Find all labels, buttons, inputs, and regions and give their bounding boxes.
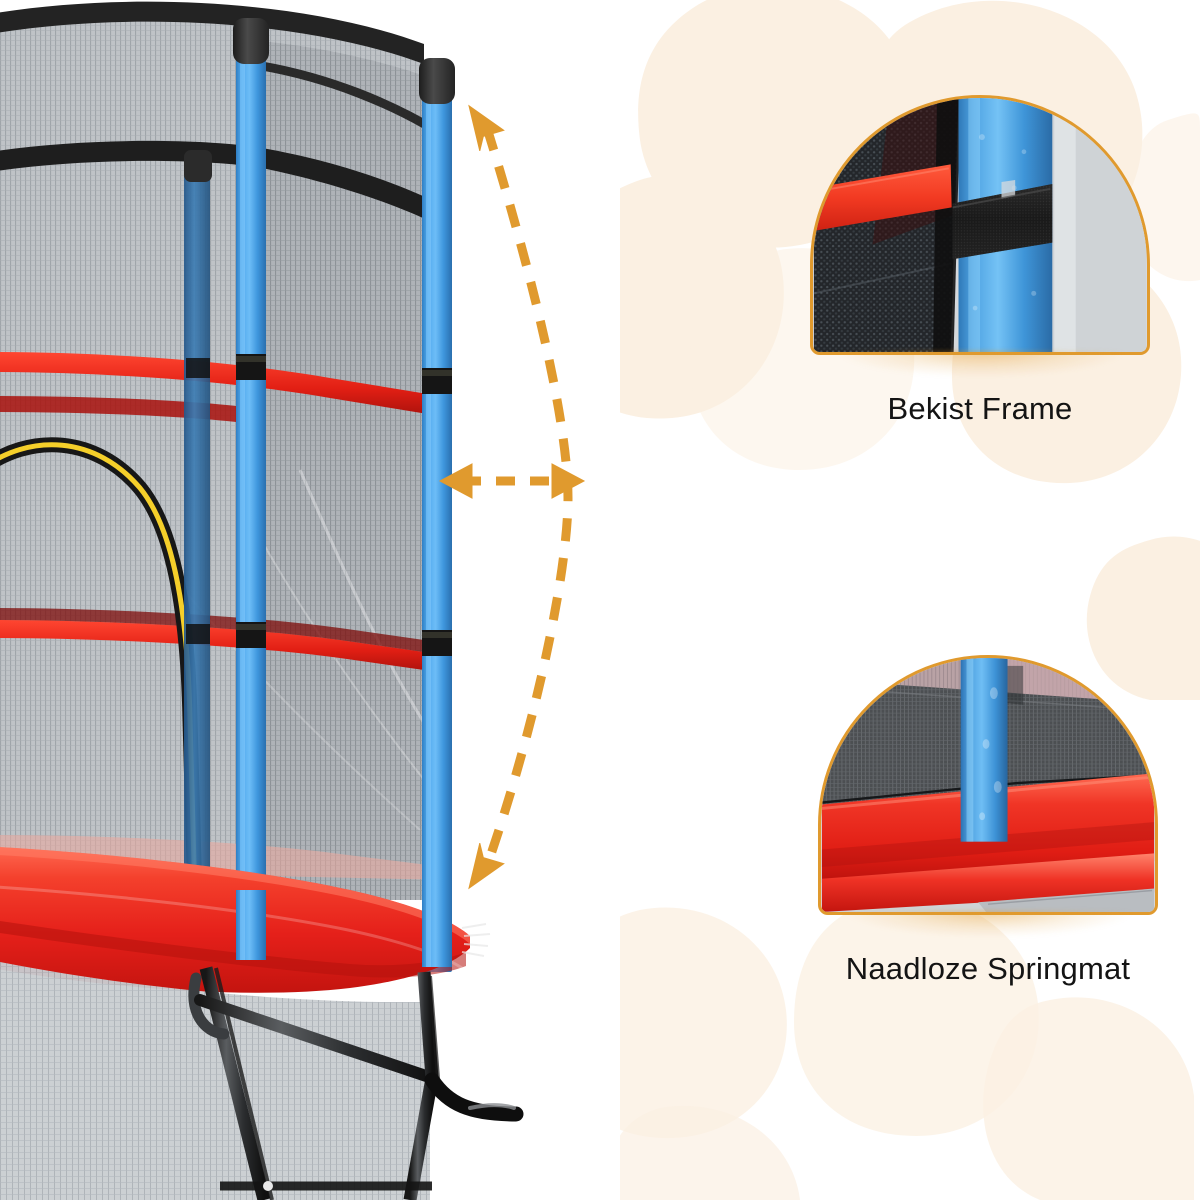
callout-mat-label: Naadloze Springmat [845, 951, 1131, 986]
callout-frame: Bekist Frame [810, 95, 1150, 426]
callout-mat: Naadloze Springmat [818, 655, 1158, 986]
callout-mat-image [818, 655, 1158, 915]
callout-mat-shadow [846, 911, 1132, 937]
product-photo [0, 1, 524, 1200]
callout-frame-label: Bekist Frame [887, 391, 1073, 426]
callout-frame-shadow [838, 351, 1124, 377]
callout-frame-image [810, 95, 1150, 355]
